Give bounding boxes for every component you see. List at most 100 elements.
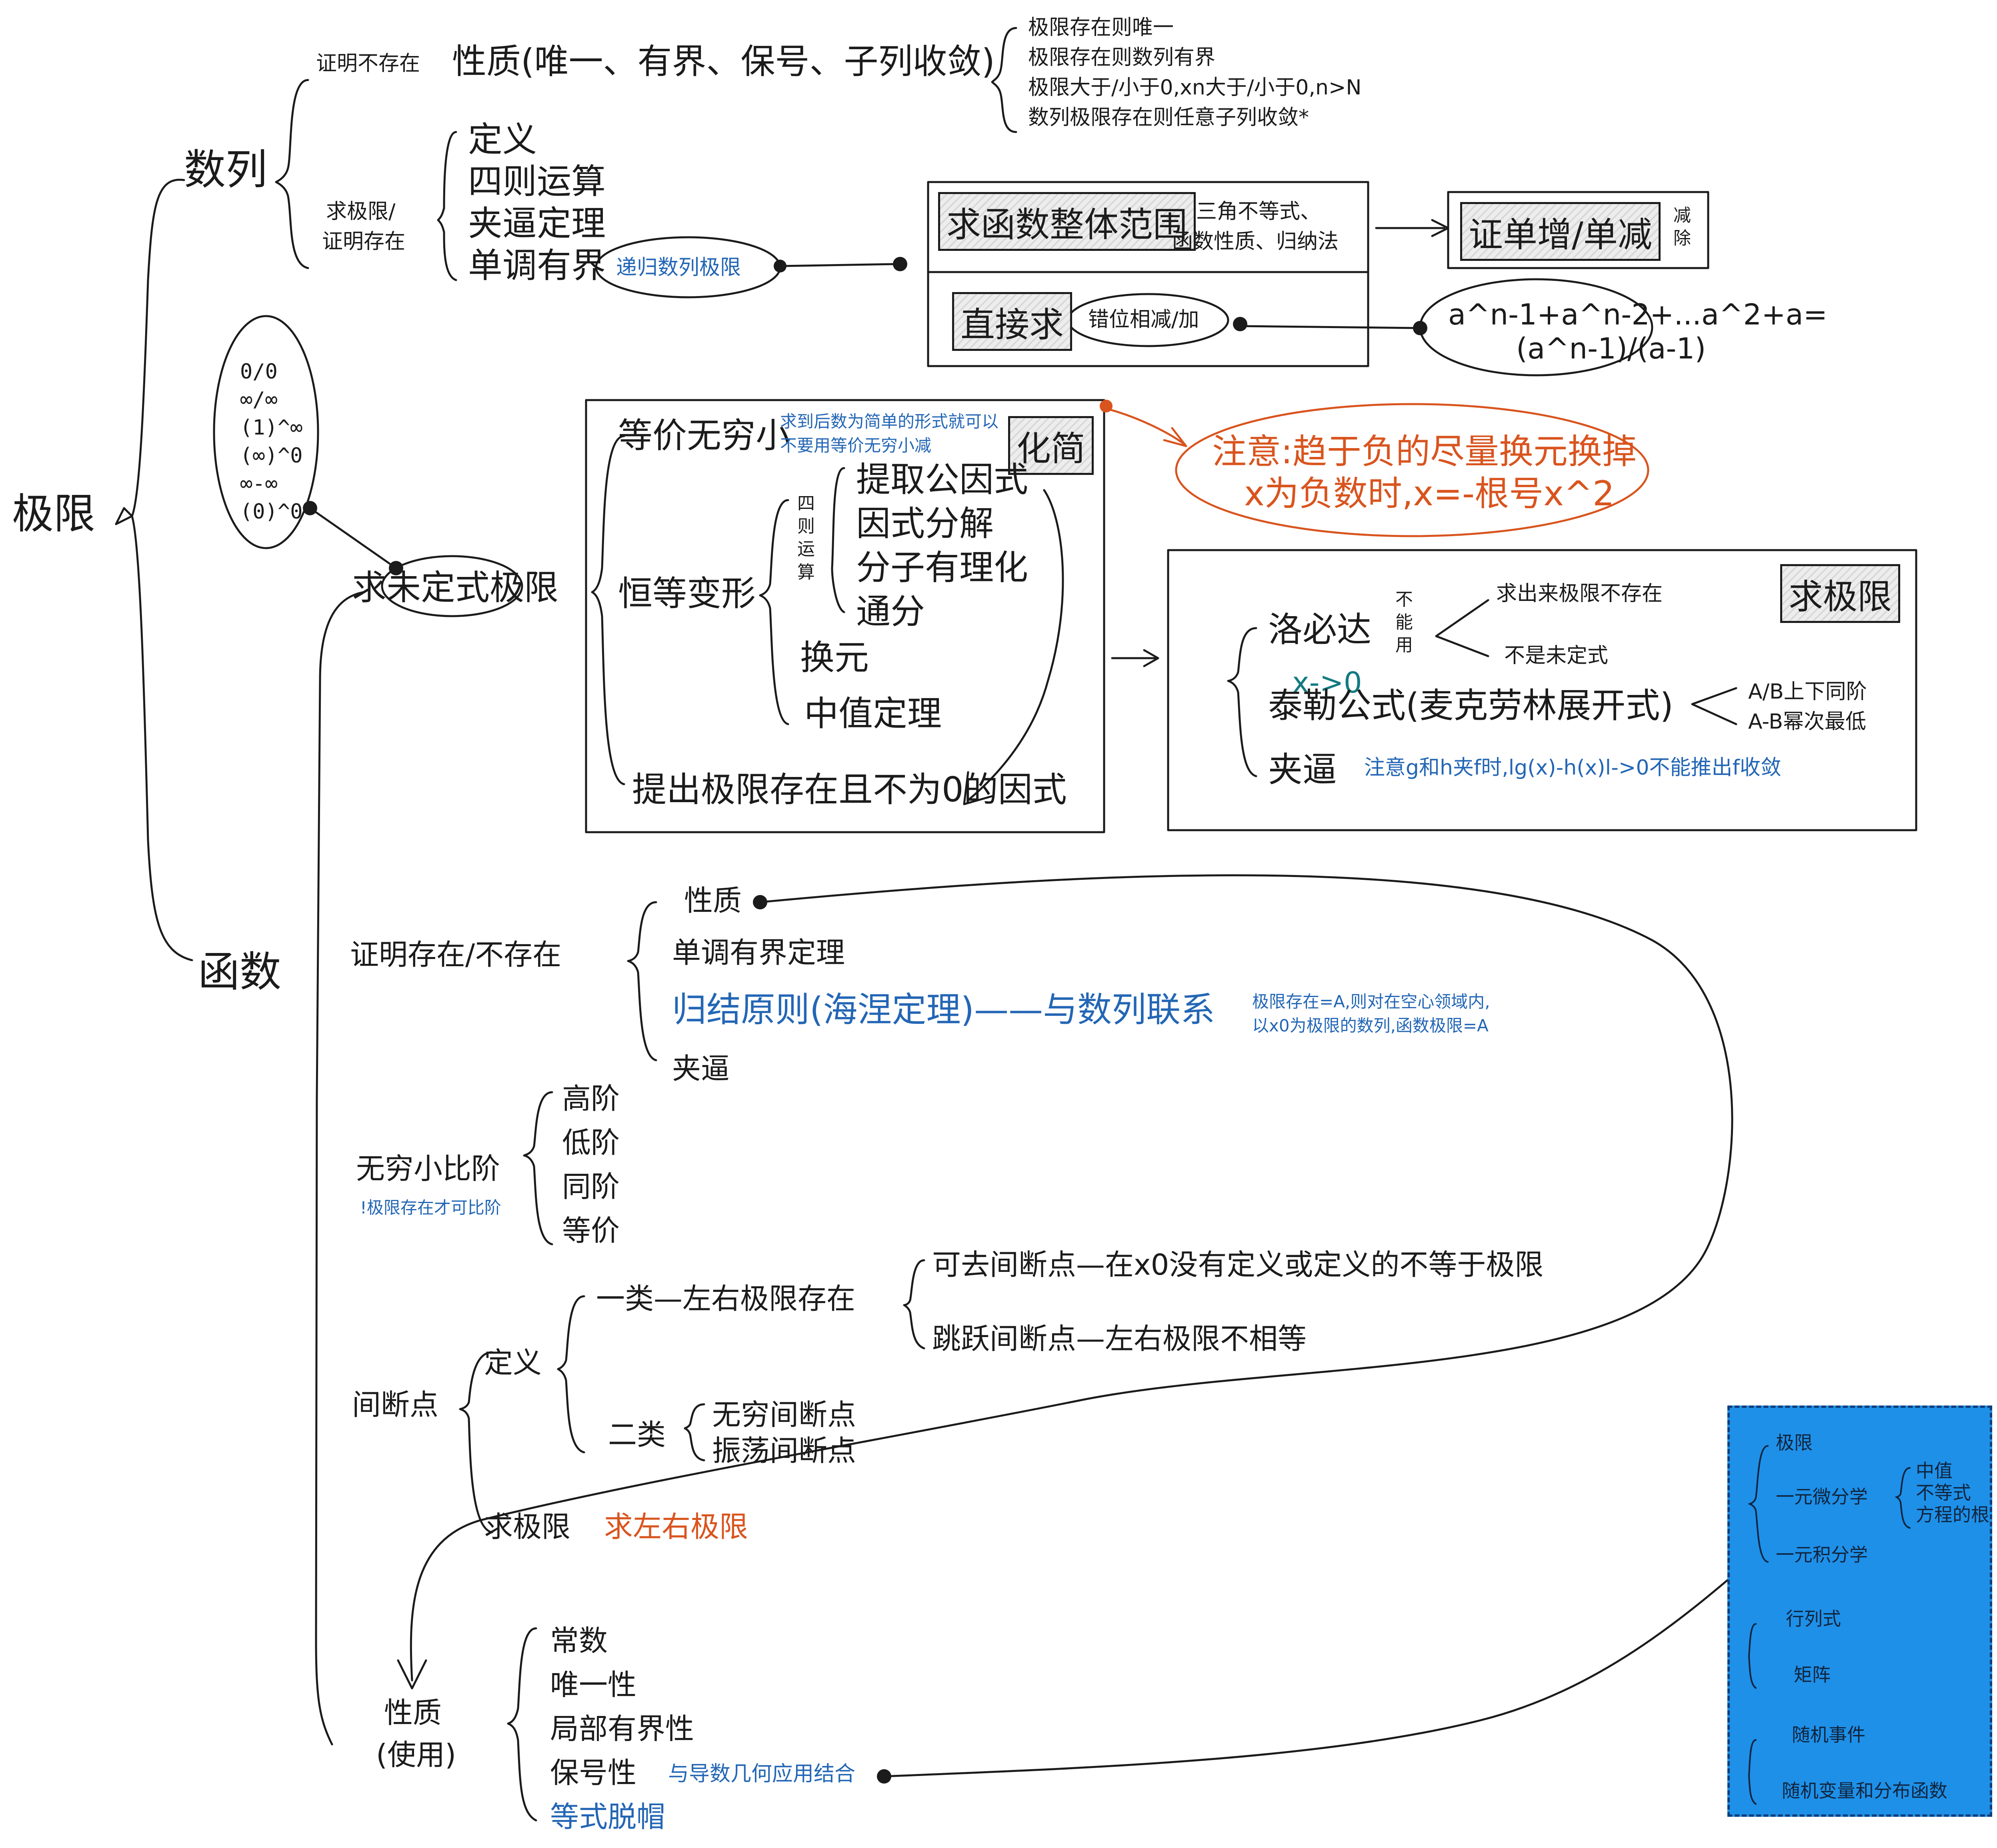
infinitesimal-item: 低阶 <box>562 1126 620 1159</box>
infinitesimal-note: !极限存在才可比阶 <box>360 1198 501 1217</box>
taylor-case: A-B幂次最低 <box>1748 710 1867 734</box>
recursive-dot <box>774 260 786 272</box>
sign-note-dot <box>877 1769 891 1784</box>
usage-brace <box>507 1627 537 1822</box>
usage-label-1: 性质 <box>384 1696 442 1730</box>
direct-bubble: 错位相减/加 <box>1088 308 1199 332</box>
definition-brace <box>557 1295 585 1454</box>
recursive-sequence-limit: 递归数列极限 <box>616 256 741 280</box>
formula-dot <box>1413 321 1427 335</box>
discontinuity-find-limit: 求极限 <box>484 1510 571 1544</box>
sequence-properties: 性质(唯一、有界、保号、子列收敛) <box>452 42 995 82</box>
identity-method: 因式分解 <box>856 504 994 544</box>
infinitesimal-brace <box>523 1091 553 1245</box>
prove-not-exist-label: 证明不存在 <box>316 52 420 76</box>
find-limit-label-2: 证明存在 <box>322 230 406 254</box>
equivalent-note-2: 不要用等价无穷小减 <box>780 436 932 455</box>
identity-transform: 恒等变形 <box>618 574 756 614</box>
cannot-use-label: 不能用 <box>1395 589 1413 656</box>
heine-note-2: 以x0为极限的数列,函数极限=A <box>1252 1016 1489 1035</box>
infinitesimal-label: 无穷小比阶 <box>356 1152 500 1185</box>
range-note-2: 函数性质、归纳法 <box>1172 230 1339 254</box>
simplify-to-solve-arrow <box>1111 649 1159 667</box>
four-ops-label: 四则运算 <box>797 493 815 583</box>
indeterminate-form: (∞)^0 <box>240 444 303 468</box>
solve-box-title: 求极限 <box>1780 564 1900 623</box>
equivalent-note-1: 求到后数为简单的形式就可以 <box>780 412 999 431</box>
monotone-box-title: 证单增/单减 <box>1460 202 1661 261</box>
property-detail: 极限存在则唯一 <box>1028 16 1174 40</box>
simplify-box-title: 化简 <box>1008 416 1094 475</box>
discontinuity-definition: 定义 <box>484 1346 542 1379</box>
sign-preservation-note: 与导数几何应用结合 <box>668 1762 856 1786</box>
lhopital: 洛必达 <box>1268 610 1371 650</box>
indeterminate-form: ∞-∞ <box>240 472 278 496</box>
usage-label-2: (使用) <box>376 1738 456 1772</box>
squeeze: 夹逼 <box>1268 750 1337 790</box>
discontinuity-label: 间断点 <box>352 1388 439 1422</box>
indeterminate-form: (1)^∞ <box>240 416 303 440</box>
identity-method: 分子有理化 <box>856 548 1028 588</box>
method-item: 四则运算 <box>468 162 606 202</box>
range-note-1: 三角不等式、 <box>1196 200 1321 224</box>
monotone-side-text: 减除 <box>1673 205 1691 249</box>
equivalent-infinitesimal: 等价无穷小 <box>618 416 790 456</box>
forms-dot <box>303 501 317 515</box>
sequence-brace <box>275 79 309 269</box>
indeterminate-form: 0/0 <box>240 360 278 384</box>
cannot-use-case: 不是未定式 <box>1504 644 1609 668</box>
forms-link-line <box>309 507 397 569</box>
prove-item: 夹逼 <box>672 1052 730 1085</box>
taylor-case: A/B上下同阶 <box>1748 680 1867 704</box>
panel-limit: 极限 <box>1776 1433 1813 1453</box>
formula-line-1: a^n-1+a^n-2+...a^2+a= <box>1448 298 1828 331</box>
property-detail: 极限大于/小于0,xn大于/小于0,n>N <box>1028 76 1362 100</box>
removable-discontinuity: 可去间断点—在x0没有定义或定义的不等于极限 <box>932 1248 1544 1281</box>
method-item: 夹逼定理 <box>468 204 606 244</box>
substitution: 换元 <box>800 638 869 678</box>
identity-method: 提取公因式 <box>856 460 1028 500</box>
cannot-use-case: 求出来极限不存在 <box>1496 582 1663 606</box>
infinitesimal-item: 同阶 <box>562 1170 620 1203</box>
usage-item: 常数 <box>550 1624 608 1658</box>
panel-differential-item: 中值 <box>1916 1461 1953 1481</box>
mean-value-theorem: 中值定理 <box>804 694 942 734</box>
root-caret <box>115 507 133 525</box>
syllabus-panel: 极限 一元微分学 中值 不等式 方程的根 一元积分学 行列式 矩阵 随机事件 随… <box>1727 1406 1992 1817</box>
taylor-split <box>1691 687 1737 725</box>
first-kind: 一类—左右极限存在 <box>596 1282 856 1315</box>
indeterminate-form: ∞/∞ <box>240 388 278 412</box>
prove-item: 性质 <box>684 884 742 917</box>
property-detail: 极限存在则数列有界 <box>1028 46 1216 70</box>
recursive-end-dot <box>893 257 907 271</box>
indeterminate-form: (0)^0 <box>240 500 303 524</box>
identity-method: 通分 <box>856 592 925 632</box>
method-item: 单调有界 <box>468 246 606 286</box>
heine-note-1: 极限存在=A,则对在空心领域内, <box>1252 992 1490 1011</box>
prove-item: 单调有界定理 <box>672 936 845 969</box>
methods-brace <box>437 131 457 281</box>
direct-to-formula-line <box>1239 325 1421 329</box>
solve-brace <box>1227 627 1257 777</box>
function-label: 函数 <box>198 947 282 996</box>
warning-line-1: 注意:趋于负的尽量换元换掉 <box>1212 432 1637 472</box>
panel-linear-algebra-item: 矩阵 <box>1794 1665 1831 1685</box>
taylor-condition: x->0 <box>1292 666 1362 699</box>
simplify-to-warning-arrow <box>1103 407 1187 447</box>
warning-line-2: x为负数时,x=-根号x^2 <box>1244 474 1615 514</box>
second-kind-brace <box>684 1403 705 1462</box>
usage-item: 唯一性 <box>550 1668 637 1702</box>
sequence-label: 数列 <box>184 145 268 194</box>
usage-item: 保号性 <box>550 1756 637 1790</box>
infinitesimal-item: 等价 <box>562 1214 620 1247</box>
root-label: 极限 <box>12 489 96 538</box>
usage-to-panel-line <box>883 1501 1823 1778</box>
recursive-arrow <box>779 263 897 267</box>
panel-probability-item: 随机事件 <box>1792 1725 1865 1745</box>
equality-peeling: 等式脱帽 <box>550 1800 666 1834</box>
bubble-dot <box>1233 317 1247 331</box>
second-kind-item: 无穷间断点 <box>712 1398 856 1432</box>
first-kind-brace <box>903 1259 925 1349</box>
